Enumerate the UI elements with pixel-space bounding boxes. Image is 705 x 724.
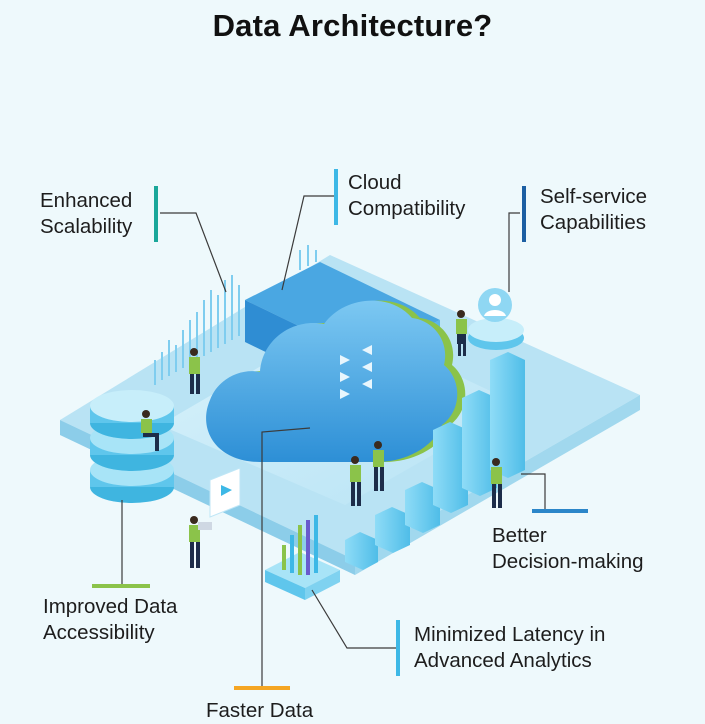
stacked-disks — [90, 390, 174, 503]
illustration — [60, 169, 640, 690]
label-faster-data: Faster Data — [206, 699, 314, 722]
accent-bar-faster — [234, 686, 290, 690]
accent-bar-accessibility — [92, 584, 150, 588]
accent-bar-decision — [532, 509, 588, 513]
video-screen — [209, 467, 241, 518]
accent-bar-scalability — [154, 186, 158, 242]
people — [141, 310, 502, 568]
growth-bars — [345, 352, 525, 570]
page-title: Data Architecture? — [212, 8, 493, 43]
leader-lines — [121, 195, 546, 688]
cloud-icon — [206, 300, 466, 462]
data-wave-lines — [154, 245, 317, 385]
user-icon — [468, 288, 524, 350]
accent-bar-latency — [396, 620, 400, 676]
accent-bar-cloud — [334, 169, 338, 225]
accent-bar-self-service — [522, 186, 526, 242]
analytics-cube — [265, 515, 340, 600]
